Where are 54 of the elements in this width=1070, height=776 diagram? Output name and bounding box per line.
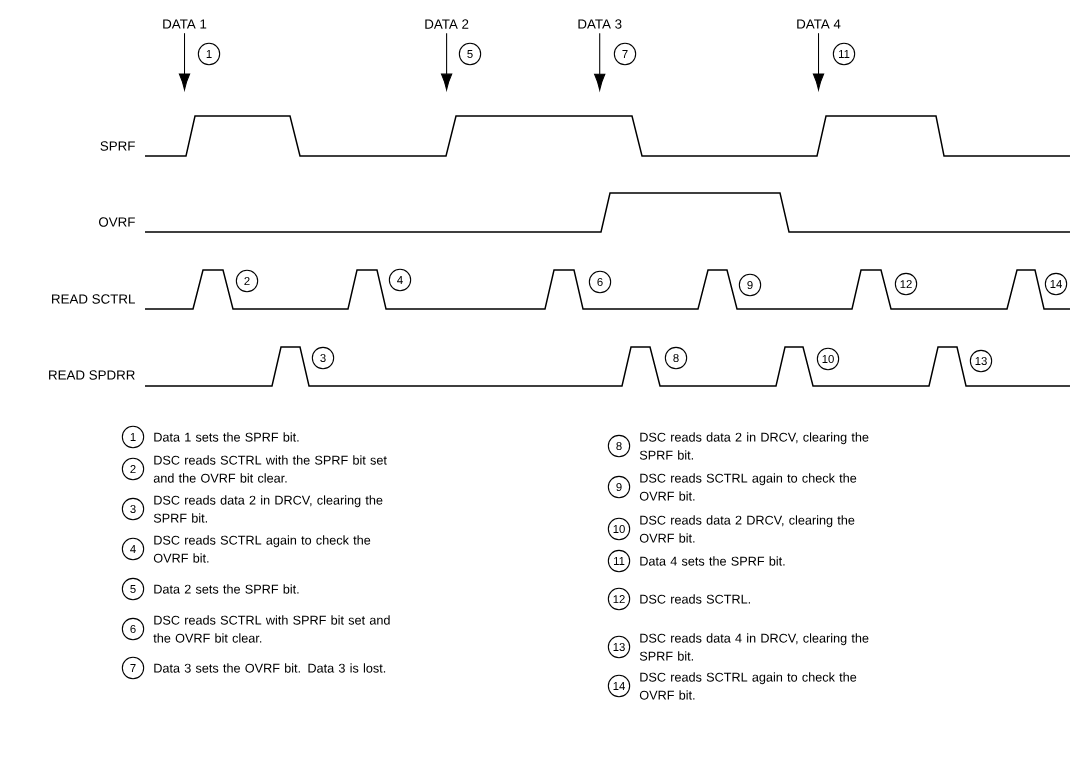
callout-number: 1 [121, 425, 145, 449]
callout-number: 14 [1044, 272, 1068, 296]
event-label: DATA 1 [163, 19, 207, 29]
callout-number: 5 [458, 42, 482, 66]
event-label: DATA 3 [578, 19, 622, 29]
callout-number: 7 [613, 42, 637, 66]
callout-number: 2 [235, 269, 259, 293]
note-text: DSC reads SCTRL with SPRF bit set and the OVRF bit clear. [153, 615, 390, 643]
callout-number: 11 [607, 549, 631, 573]
callout-number: 13 [607, 635, 631, 659]
callout-number: 3 [121, 497, 145, 521]
arrow [812, 32, 825, 91]
signal-label: OVRF [99, 217, 135, 227]
note-text: DSC reads data 2 DRCV, clearing the OVRF bit. [639, 515, 855, 543]
note-text: Data 4 sets the SPRF bit. [640, 556, 785, 566]
callout-number: 13 [969, 349, 993, 373]
callout-number: 2 [121, 457, 145, 481]
callout-number: 12 [894, 272, 918, 296]
callout-number: 1 [197, 42, 221, 66]
callout-number: 4 [388, 268, 412, 292]
signal-label: SPRF [100, 141, 135, 151]
callout-number: 8 [607, 434, 631, 458]
signal-label: READ SPDRR [49, 370, 135, 380]
note-text: DSC reads SCTRL again to check the OVRF bit. [153, 535, 371, 563]
note-text: DSC reads SCTRL. [640, 594, 750, 604]
arrow [440, 32, 453, 91]
arrow [594, 32, 606, 91]
note-text: DSC reads SCTRL again to check the OVRF bit. [639, 473, 857, 501]
callout-number: 14 [607, 674, 631, 698]
callout-number: 7 [121, 656, 145, 680]
signal-label: READ SCTRL [52, 294, 135, 304]
note-text: DSC reads data 2 in DRCV, clearing the SPRF bit. [153, 495, 383, 523]
callout-number: 5 [121, 577, 145, 601]
note-text: DSC reads SCTRL with the SPRF bit set and the OVRF bit clear. [153, 455, 387, 483]
note-text: DSC reads data 2 in DRCV, clearing the SPRF bit. [639, 432, 869, 460]
callout-number: 6 [121, 617, 145, 641]
callout-number: 9 [738, 273, 762, 297]
callout-number: 10 [607, 517, 631, 541]
callout-number: 3 [311, 346, 335, 370]
note-text: Data 3 sets the OVRF bit. Data 3 is lost. [154, 663, 386, 673]
note-text: Data 1 sets the SPRF bit. [154, 432, 299, 442]
arrow [178, 32, 191, 91]
note-text: DSC reads SCTRL again to check the OVRF bit. [639, 672, 857, 700]
callout-number: 8 [664, 346, 688, 370]
note-text: DSC reads data 4 in DRCV, clearing the SPRF bit. [639, 633, 869, 661]
callout-number: 9 [607, 475, 631, 499]
event-label: DATA 4 [797, 19, 841, 29]
callout-number: 11 [832, 42, 856, 66]
callout-number: 10 [816, 347, 840, 371]
callout-number: 4 [121, 537, 145, 561]
callout-number: 6 [588, 270, 612, 294]
note-text: Data 2 sets the SPRF bit. [154, 584, 299, 594]
event-label: DATA 2 [425, 19, 469, 29]
callout-number: 12 [607, 587, 631, 611]
